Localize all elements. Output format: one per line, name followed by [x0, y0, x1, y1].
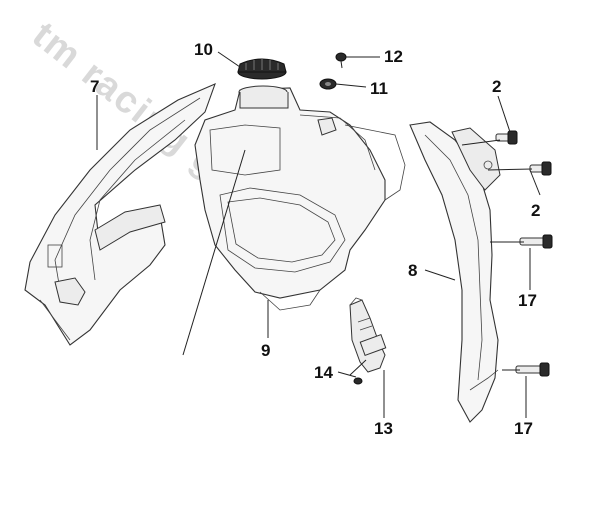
part-14-screw	[349, 359, 367, 385]
label-2-upper: 2	[492, 77, 501, 96]
part-17-bolt-lower	[515, 362, 550, 377]
part-12-screw	[335, 52, 347, 69]
label-10: 10	[194, 40, 213, 59]
part-8-right-shroud	[409, 121, 501, 423]
label-12: 12	[384, 47, 403, 66]
label-7: 7	[90, 77, 99, 96]
label-11: 11	[370, 79, 388, 98]
leader-lines	[96, 51, 541, 418]
part-2-bolt-upper	[495, 130, 518, 145]
label-8: 8	[408, 261, 417, 280]
label-9: 9	[261, 341, 270, 360]
label-2-lower: 2	[531, 201, 540, 220]
part-2-bolt-lower	[529, 161, 552, 176]
label-13: 13	[374, 419, 393, 438]
part-7-side-shroud	[24, 82, 216, 346]
part-9-fuel-tank	[194, 85, 406, 311]
part-13-fuel-tap	[349, 297, 387, 373]
part-10-tank-cap	[237, 58, 287, 80]
label-14: 14	[314, 363, 333, 382]
part-17-bolt-upper	[519, 234, 553, 249]
label-17-lower: 17	[514, 419, 533, 438]
label-17-upper: 17	[518, 291, 537, 310]
part-11-grommet	[319, 78, 337, 90]
